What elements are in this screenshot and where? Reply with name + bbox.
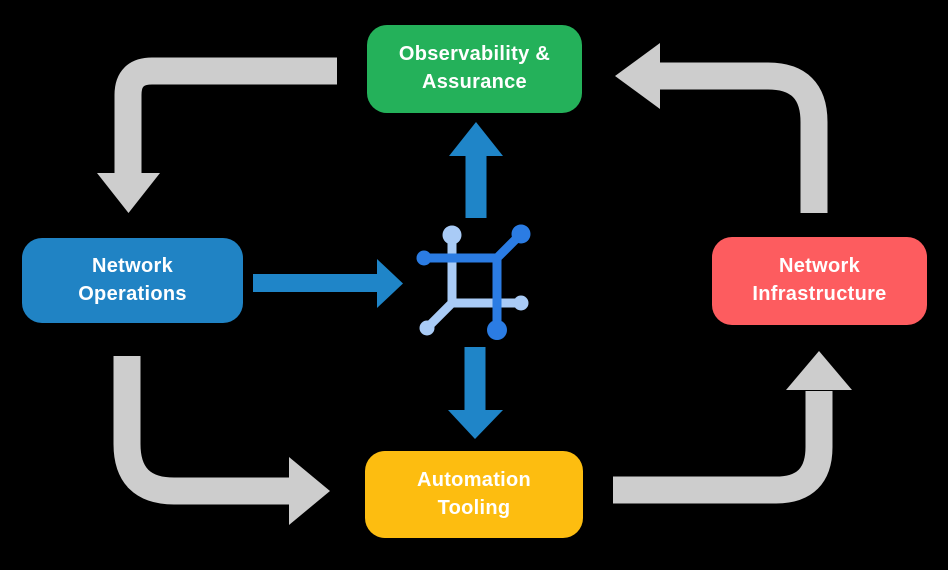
arrowhead-left bbox=[615, 43, 660, 109]
arrow-automation-to-infrastructure bbox=[613, 351, 852, 504]
arrowhead-right bbox=[289, 457, 330, 525]
node-infrastructure-label: Network Infrastructure bbox=[752, 255, 887, 305]
arrowhead-right bbox=[377, 259, 403, 308]
arrow-center-to-observability bbox=[449, 122, 503, 218]
arrow-observability-to-operations bbox=[97, 57, 337, 213]
node-automation-tooling: Automation Tooling bbox=[365, 451, 583, 538]
network-mesh-icon bbox=[416, 224, 531, 340]
node-observability-label: Observability & Assurance bbox=[398, 43, 551, 93]
node-observability-assurance: Observability & Assurance bbox=[367, 25, 582, 113]
node-automation-label: Automation Tooling bbox=[416, 468, 532, 519]
icon-node-left-dark bbox=[416, 250, 432, 266]
arrowhead-up bbox=[449, 122, 503, 156]
arrowhead-up bbox=[786, 351, 852, 390]
icon-node-top-light bbox=[442, 225, 462, 245]
node-operations-label: Network Operations bbox=[78, 254, 187, 305]
arrow-operations-to-automation bbox=[113, 356, 330, 525]
icon-node-bottom-dark bbox=[487, 320, 507, 340]
arrow-infrastructure-to-observability bbox=[615, 43, 828, 213]
icon-light-diagonal bbox=[424, 298, 457, 331]
node-network-infrastructure: Network Infrastructure bbox=[712, 237, 927, 325]
icon-node-topright-dark bbox=[511, 224, 531, 244]
arrow-operations-to-center bbox=[253, 259, 403, 308]
node-network-operations: Network Operations bbox=[22, 238, 243, 323]
icon-node-right-light bbox=[513, 295, 529, 311]
arrowhead-down bbox=[448, 410, 503, 439]
arrowhead-down bbox=[97, 173, 160, 213]
icon-node-bottomleft-light bbox=[419, 320, 435, 336]
arrow-center-to-automation bbox=[448, 347, 503, 439]
